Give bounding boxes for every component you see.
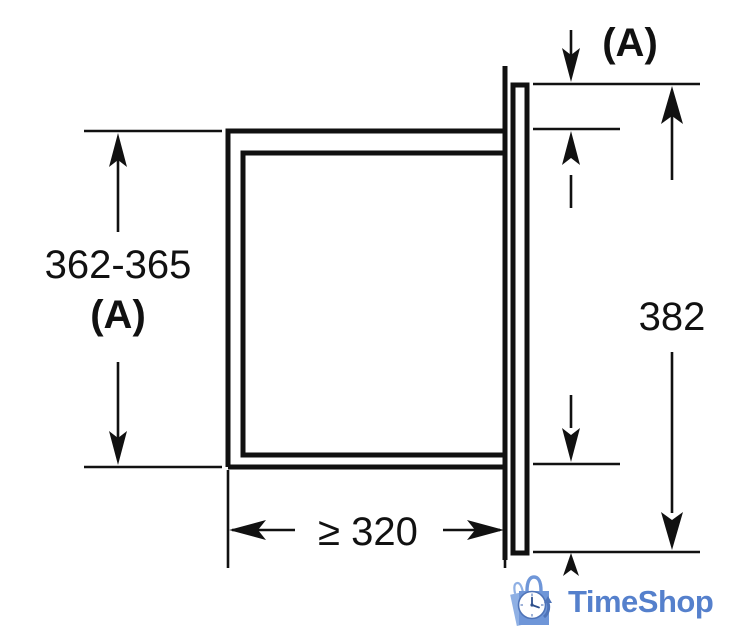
dimension-left-note: (A) (90, 293, 146, 337)
dimension-left-value: 362-365 (45, 243, 192, 287)
arrowhead-382-down (661, 512, 683, 550)
dimension-right-height: 382 (533, 86, 705, 576)
arrowhead-bottom-tick-up (563, 553, 579, 576)
arrowhead-top-down (562, 48, 580, 82)
arrowhead-left-up (109, 133, 127, 167)
arrowhead-left-down (109, 431, 127, 465)
niche-inner-outline (240, 150, 503, 458)
arrowhead-second-up (562, 131, 580, 165)
niche-outer-top-and-left-wall (225, 128, 503, 467)
dimension-depth: ≥ 320 (226, 470, 507, 568)
dimension-right-value: 382 (639, 295, 706, 339)
dimension-top-offset: (A) (533, 21, 700, 208)
arrowhead-right-mid-down (562, 428, 580, 462)
dimension-depth-value: ≥ 320 (318, 510, 418, 554)
arrowhead-depth-right (467, 520, 504, 540)
arrowhead-382-up (661, 86, 683, 124)
dimension-left-height: 362-365 (A) (45, 129, 222, 469)
appliance-front-panel (510, 82, 530, 556)
arrowhead-depth-left (229, 520, 266, 540)
niche-outline-group (225, 66, 530, 560)
dimension-top-offset-label: (A) (602, 21, 658, 65)
